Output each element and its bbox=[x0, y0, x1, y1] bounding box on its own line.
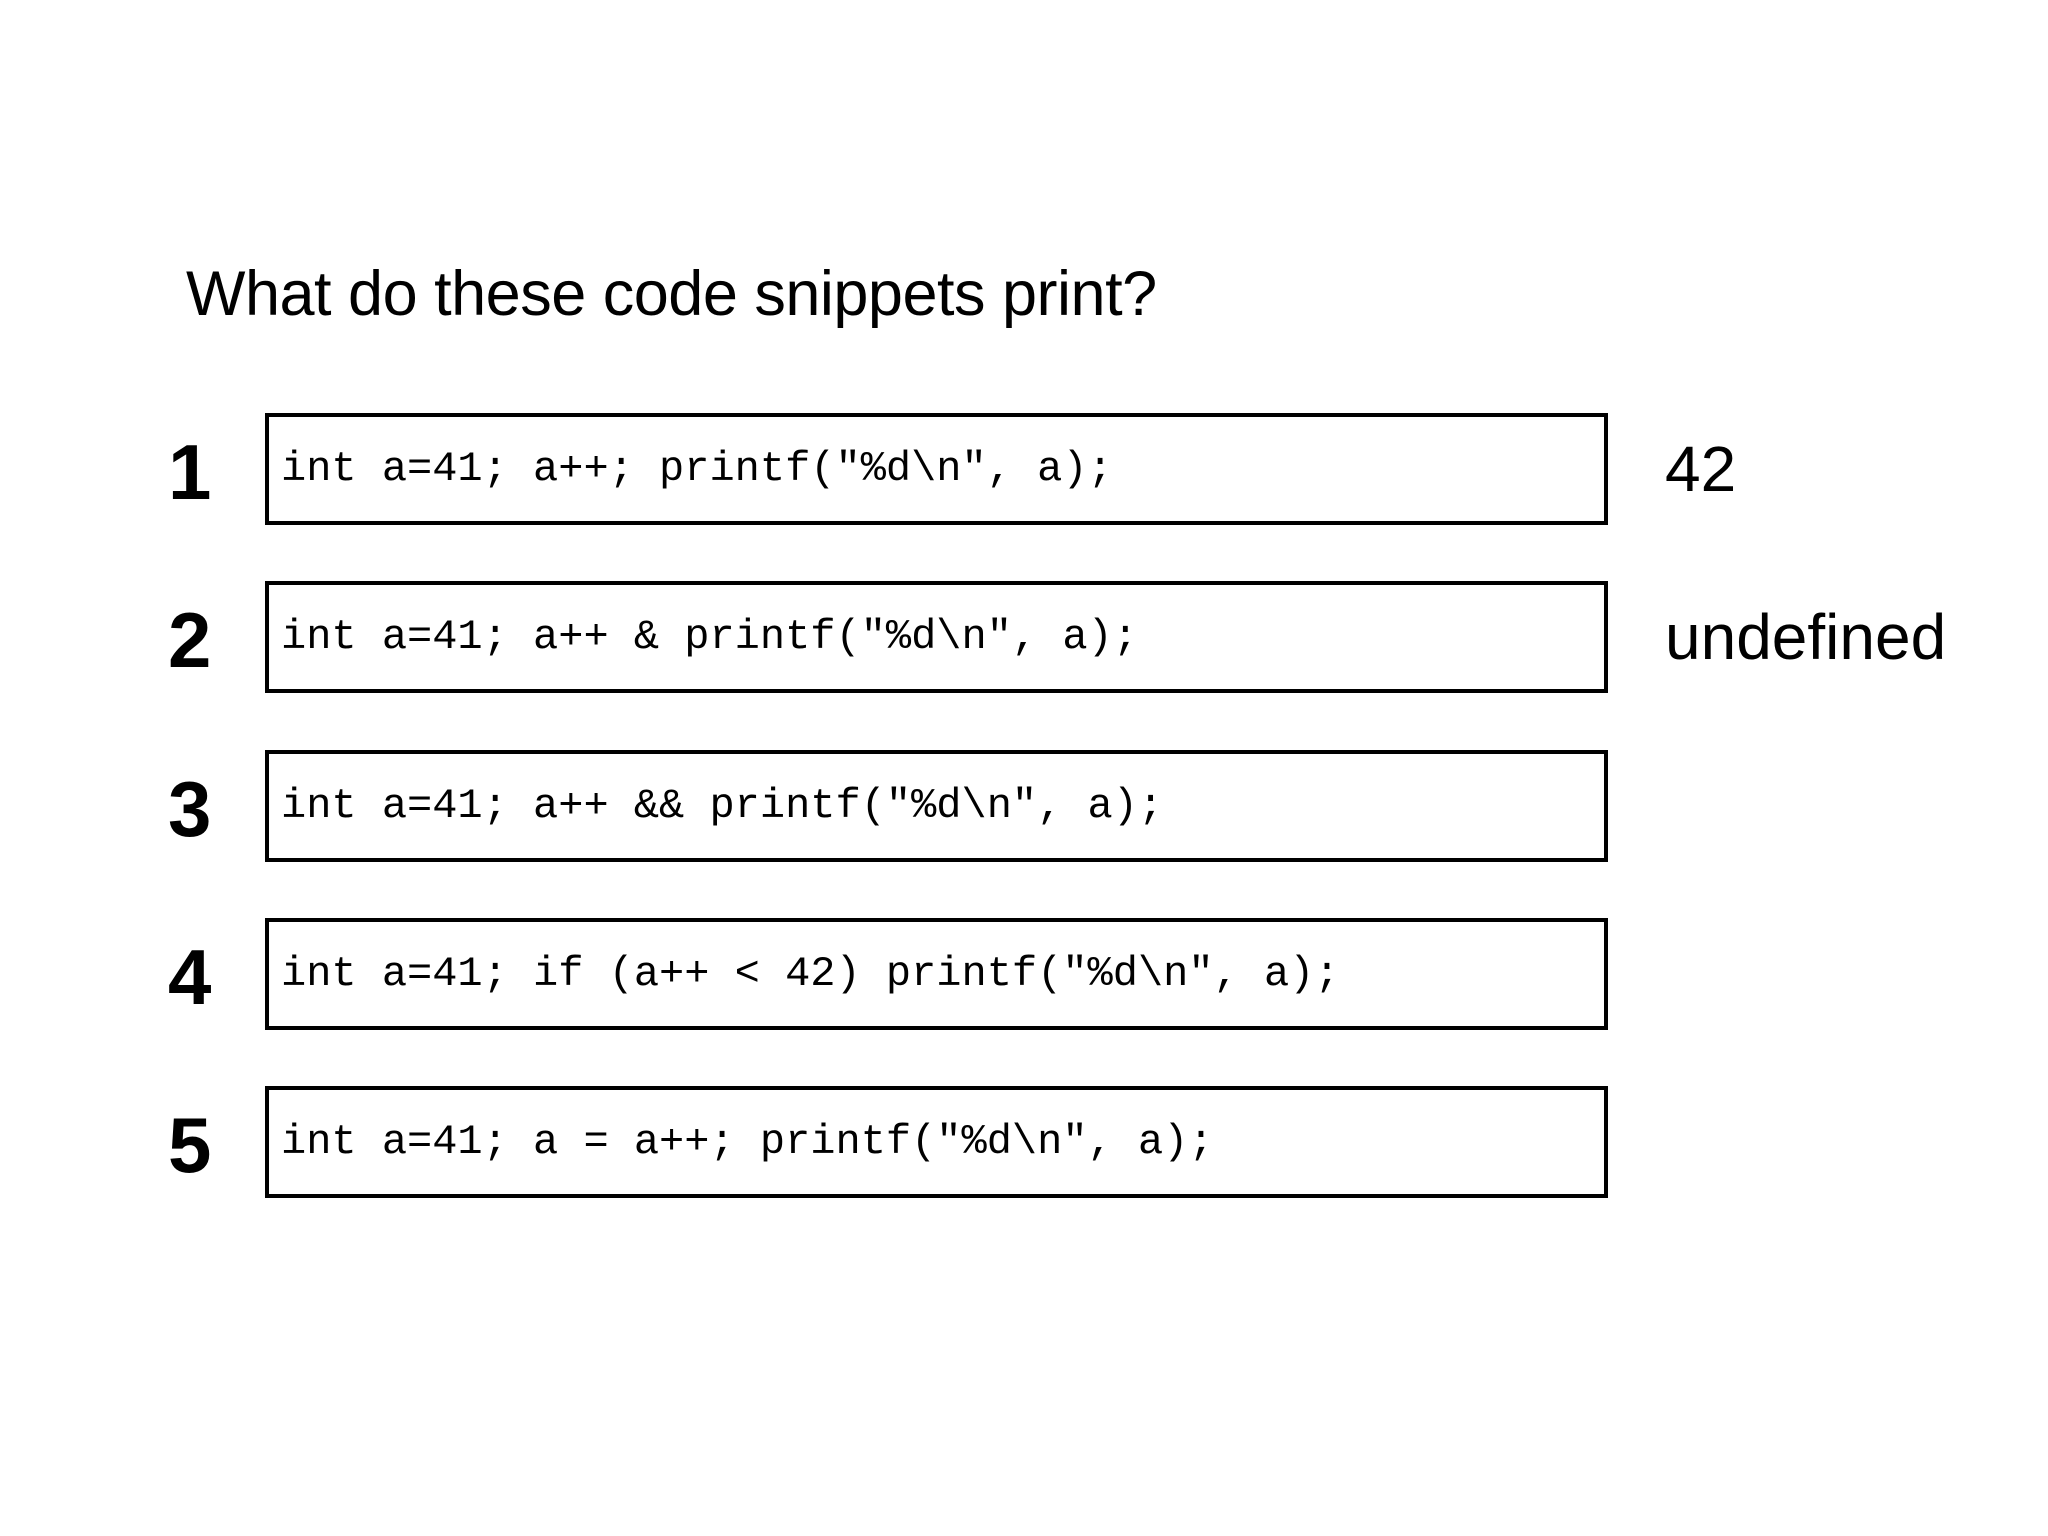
snippet-number-4: 4 bbox=[168, 933, 212, 1021]
code-box-2[interactable]: int a=41; a++ & printf("%d\n", a); bbox=[265, 581, 1608, 693]
snippet-row: 2 int a=41; a++ & printf("%d\n", a); und… bbox=[0, 581, 2048, 699]
code-box-1[interactable]: int a=41; a++; printf("%d\n", a); bbox=[265, 413, 1608, 525]
snippet-number-5: 5 bbox=[168, 1101, 212, 1189]
snippet-number-3: 3 bbox=[168, 765, 212, 853]
code-text-4: int a=41; if (a++ < 42) printf("%d\n", a… bbox=[281, 950, 1340, 998]
code-text-1: int a=41; a++; printf("%d\n", a); bbox=[281, 445, 1113, 493]
snippet-row: 5 int a=41; a = a++; printf("%d\n", a); bbox=[0, 1086, 2048, 1204]
snippet-number-2: 2 bbox=[168, 596, 212, 684]
snippet-row: 3 int a=41; a++ && printf("%d\n", a); bbox=[0, 750, 2048, 868]
code-box-3[interactable]: int a=41; a++ && printf("%d\n", a); bbox=[265, 750, 1608, 862]
answer-note-2: undefined bbox=[1665, 601, 1947, 673]
snippet-number-1: 1 bbox=[168, 428, 212, 516]
code-text-3: int a=41; a++ && printf("%d\n", a); bbox=[281, 782, 1164, 830]
code-box-4[interactable]: int a=41; if (a++ < 42) printf("%d\n", a… bbox=[265, 918, 1608, 1030]
code-text-2: int a=41; a++ & printf("%d\n", a); bbox=[281, 613, 1138, 661]
code-text-5: int a=41; a = a++; printf("%d\n", a); bbox=[281, 1118, 1214, 1166]
code-box-5[interactable]: int a=41; a = a++; printf("%d\n", a); bbox=[265, 1086, 1608, 1198]
answer-note-1: 42 bbox=[1665, 433, 1737, 505]
snippet-row: 1 int a=41; a++; printf("%d\n", a); 42 bbox=[0, 413, 2048, 531]
page-title: What do these code snippets print? bbox=[186, 259, 1157, 329]
snippet-row: 4 int a=41; if (a++ < 42) printf("%d\n",… bbox=[0, 918, 2048, 1036]
